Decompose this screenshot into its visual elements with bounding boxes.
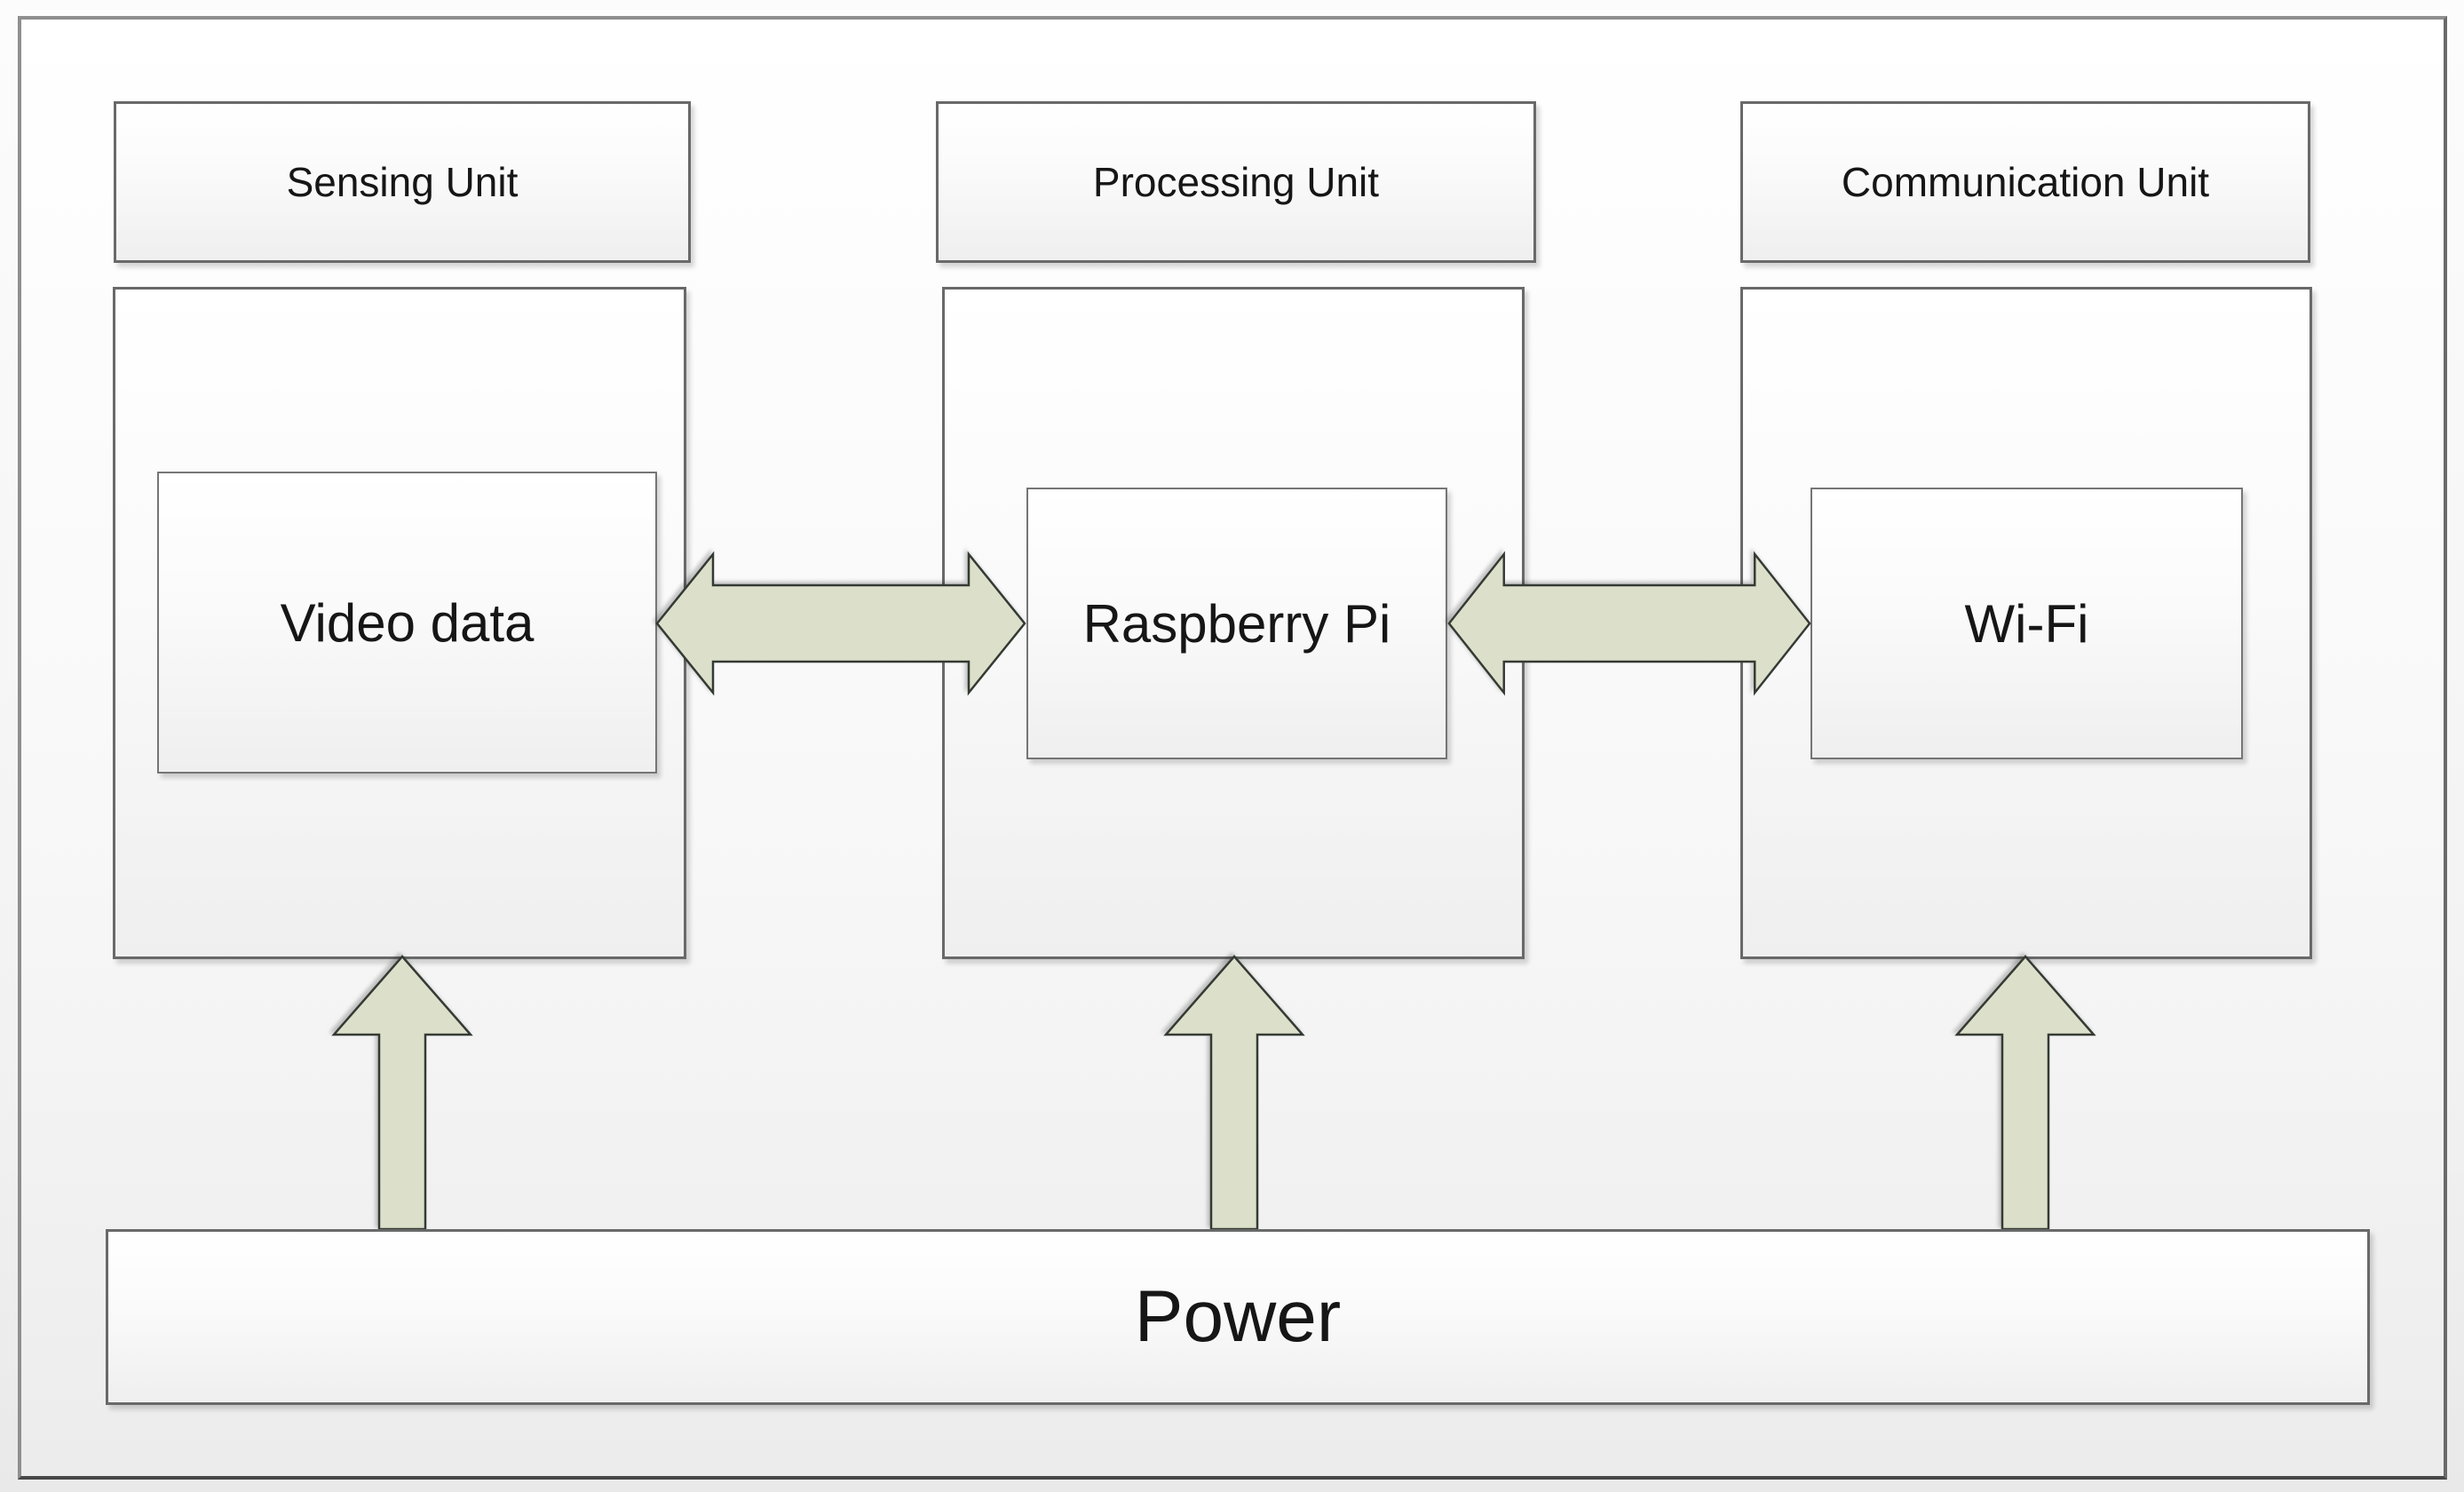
component-box-raspberry-pi: Raspberry Pi: [1026, 488, 1447, 759]
double-arrow-shape: [1447, 551, 1811, 696]
video-data-label: Video data: [280, 592, 535, 653]
component-box-video-data: Video data: [157, 472, 657, 774]
raspberry-pi-label: Raspberry Pi: [1082, 593, 1391, 654]
up-arrow-shape: [1163, 955, 1305, 1231]
power-box: Power: [106, 1229, 2370, 1405]
up-arrow-power-to-communication-icon: [1954, 954, 2096, 1231]
up-arrow-shape: [331, 955, 473, 1231]
header-box-communication-unit: Communication Unit: [1740, 101, 2310, 263]
sensing-unit-header-label: Sensing Unit: [286, 159, 519, 205]
communication-unit-header-label: Communication Unit: [1841, 159, 2210, 205]
power-label: Power: [1134, 1276, 1342, 1357]
bidirectional-arrow-videodata-raspberrypi-icon: [654, 547, 1027, 700]
bidirectional-arrow-raspberrypi-wifi-icon: [1446, 547, 1812, 700]
wifi-label: Wi-Fi: [1964, 593, 2089, 654]
up-arrow-power-to-sensing-icon: [331, 954, 473, 1231]
component-box-wifi: Wi-Fi: [1810, 488, 2243, 759]
processing-unit-header-label: Processing Unit: [1092, 159, 1380, 205]
double-arrow-shape: [655, 551, 1026, 696]
up-arrow-shape: [1954, 955, 2096, 1231]
up-arrow-power-to-processing-icon: [1163, 954, 1305, 1231]
header-box-processing-unit: Processing Unit: [936, 101, 1536, 263]
header-box-sensing-unit: Sensing Unit: [114, 101, 691, 263]
